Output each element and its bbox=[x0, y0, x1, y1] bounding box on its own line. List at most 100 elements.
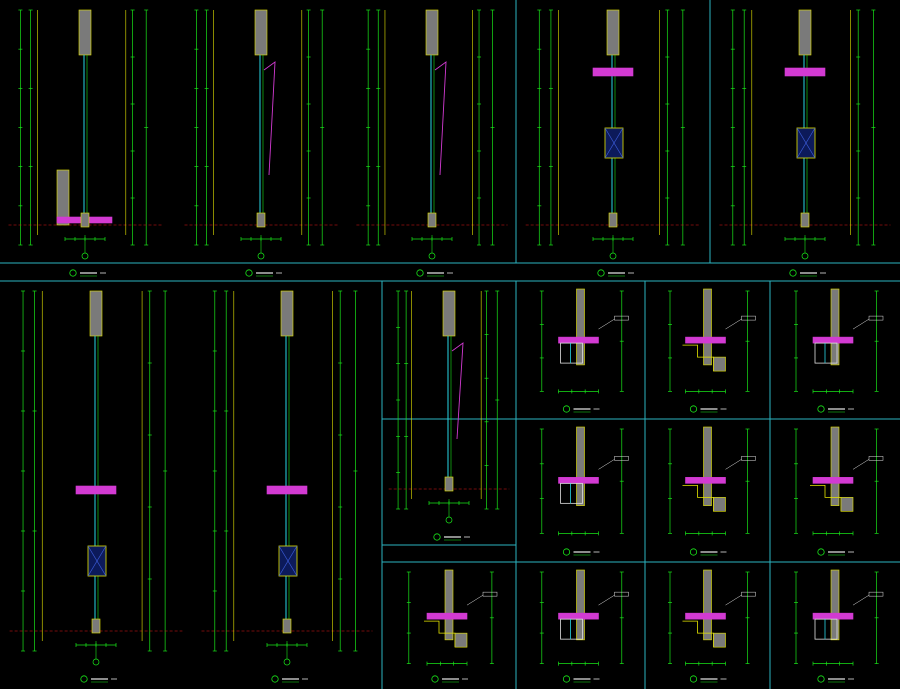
wall-section bbox=[280, 290, 294, 337]
detail-number-marker bbox=[562, 548, 571, 556]
detail-number-marker bbox=[562, 405, 571, 413]
callout-box bbox=[741, 591, 756, 597]
base-pier bbox=[427, 212, 437, 228]
axis-bubble bbox=[609, 252, 617, 260]
wall-section bbox=[606, 9, 620, 56]
node-wall bbox=[576, 288, 585, 366]
detail-number-marker bbox=[416, 269, 424, 277]
box-hatch bbox=[604, 127, 624, 159]
callout-box bbox=[482, 591, 498, 597]
base-pier bbox=[282, 618, 292, 634]
base-pier bbox=[800, 212, 810, 228]
node-slab bbox=[812, 477, 854, 484]
detail-number-marker bbox=[80, 675, 88, 683]
node-wall bbox=[576, 426, 585, 506]
wall-section bbox=[78, 9, 92, 56]
floor-slab bbox=[592, 67, 634, 77]
node-wall bbox=[576, 569, 585, 641]
box-hatch bbox=[87, 545, 107, 577]
wall-section bbox=[254, 9, 268, 56]
detail-3 bbox=[356, 9, 508, 277]
node-frame bbox=[560, 618, 583, 640]
floor-slab bbox=[75, 485, 117, 495]
callout-box bbox=[741, 456, 756, 461]
node-frame bbox=[814, 618, 838, 640]
detail-6 bbox=[9, 290, 183, 683]
node-wall bbox=[830, 426, 840, 506]
detail-drawings bbox=[8, 9, 891, 683]
detail-16 bbox=[539, 569, 629, 683]
detail-number-marker bbox=[69, 269, 77, 277]
wall-section bbox=[442, 290, 456, 337]
detail-15 bbox=[406, 569, 498, 683]
detail-18 bbox=[794, 569, 884, 683]
node-block bbox=[840, 497, 854, 512]
detail-number-marker bbox=[689, 548, 698, 556]
detail-number-marker bbox=[431, 675, 439, 683]
node-block bbox=[713, 632, 726, 648]
node-wall bbox=[830, 288, 840, 366]
leader-line bbox=[466, 594, 484, 606]
leader-line bbox=[852, 459, 870, 470]
leader-line bbox=[725, 594, 742, 606]
callout-box bbox=[868, 315, 884, 321]
box-hatch bbox=[278, 545, 298, 577]
node-slab bbox=[685, 336, 726, 344]
detail-number-marker bbox=[245, 269, 253, 277]
node-slab bbox=[558, 477, 599, 484]
detail-number-marker bbox=[689, 675, 698, 683]
base-pier bbox=[80, 212, 90, 228]
detail-14 bbox=[794, 426, 884, 556]
node-block bbox=[454, 632, 468, 648]
node-slab bbox=[685, 612, 726, 620]
detail-number-marker bbox=[817, 405, 825, 413]
callout-box bbox=[868, 591, 884, 597]
node-frame bbox=[560, 482, 583, 504]
callout-box bbox=[614, 591, 629, 597]
node-slab bbox=[426, 612, 468, 620]
sloped-glazing bbox=[263, 61, 276, 176]
node-block bbox=[713, 497, 726, 512]
detail-number-marker bbox=[817, 548, 825, 556]
detail-8 bbox=[388, 290, 510, 541]
node-wall bbox=[703, 569, 712, 641]
detail-number-marker bbox=[689, 405, 698, 413]
node-wall bbox=[703, 288, 712, 366]
sloped-glazing bbox=[434, 61, 447, 176]
detail-number-marker bbox=[271, 675, 279, 683]
leader-line bbox=[725, 318, 742, 330]
axis-bubble bbox=[257, 252, 265, 260]
node-slab bbox=[812, 336, 854, 344]
axis-bubble bbox=[801, 252, 809, 260]
wall-section bbox=[425, 9, 439, 56]
node-slab bbox=[558, 336, 599, 344]
box-hatch bbox=[796, 127, 816, 159]
detail-11 bbox=[794, 288, 884, 413]
axis-bubble bbox=[445, 516, 453, 524]
detail-1 bbox=[8, 9, 162, 277]
detail-4 bbox=[525, 9, 701, 277]
leader-line bbox=[852, 318, 870, 330]
leader-line bbox=[725, 459, 742, 470]
wall-section bbox=[89, 290, 103, 337]
callout-box bbox=[868, 456, 884, 461]
detail-number-marker bbox=[789, 269, 797, 277]
detail-13 bbox=[668, 426, 756, 556]
callout-box bbox=[614, 456, 629, 461]
base-pier bbox=[91, 618, 101, 634]
leader-line bbox=[852, 594, 870, 606]
callout-box bbox=[741, 315, 756, 321]
base-pier bbox=[608, 212, 618, 228]
axis-bubble bbox=[92, 658, 100, 666]
detail-10 bbox=[668, 288, 756, 413]
base-pier bbox=[444, 476, 454, 492]
node-wall bbox=[830, 569, 840, 641]
node-slab bbox=[685, 477, 726, 484]
detail-7 bbox=[201, 290, 373, 683]
node-slab bbox=[812, 612, 854, 620]
floor-slab bbox=[784, 67, 826, 77]
detail-number-marker bbox=[597, 269, 605, 277]
node-block bbox=[713, 356, 726, 372]
node-slab bbox=[558, 612, 599, 620]
